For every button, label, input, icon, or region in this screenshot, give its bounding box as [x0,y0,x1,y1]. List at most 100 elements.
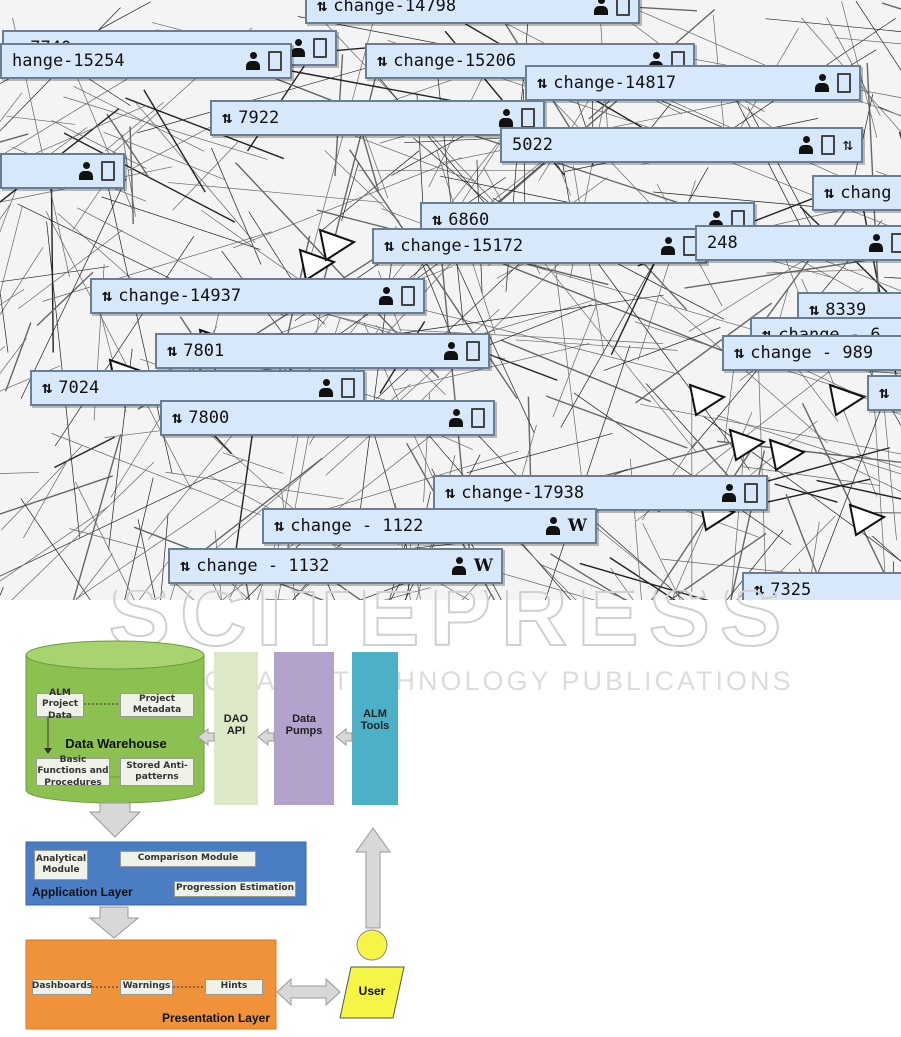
graph-edge [75,553,113,600]
change-arrows-icon: ⇅ [274,516,285,536]
graph-edge [165,471,344,500]
arrow-dao-to-dw [197,727,215,747]
graph-edge [399,329,664,344]
graph-node[interactable]: 5022⇅ [500,127,863,163]
person-icon [661,237,675,255]
graph-edge [160,513,169,600]
graph-node[interactable]: ⇅change - 989 [722,335,901,371]
warnings-box: Warnings [120,979,173,995]
change-arrows-icon: ⇅ [180,556,191,576]
graph-node-label: hange-15254 [12,51,125,71]
graph-edge [54,436,115,469]
graph-edge [642,523,681,600]
graph-edge [0,203,11,220]
graph-node-icons [439,408,485,428]
graph-node[interactable]: 248 [695,225,901,261]
change-arrows-icon: ⇅ [824,183,835,203]
dao-api-label: DAO API [223,713,249,737]
graph-edge [834,37,901,45]
graph-edge [125,97,284,160]
graph-edge [292,553,341,600]
change-arrows-icon: ⇅ [42,378,53,398]
graph-node-label: chang [840,183,892,203]
graph-edge [872,535,901,562]
graph-edge [441,232,535,433]
graph-edge [393,343,590,391]
graph-edge [103,131,225,180]
graph-node[interactable]: ⇅change-14937 [90,278,425,314]
graph-edge [634,8,768,67]
graph-edge [785,493,828,600]
arrow-alm-to-pumps [335,727,353,747]
graph-edge [540,564,629,600]
person-icon [291,39,305,57]
graph-node[interactable]: ⇅change-14798 [305,0,640,24]
graph-edge [594,521,685,600]
graph-edge [753,478,871,506]
graph-node[interactable]: ⇅chang [812,175,901,211]
person-icon [594,0,608,15]
graph-edge [0,459,244,577]
graph-edge [42,231,272,302]
graph-edge [635,302,773,404]
change-arrows-icon: ⇅ [102,286,113,306]
arrow-presentation-user [276,977,341,1007]
graph-edge [359,579,414,600]
architecture-diagram: ALM Project Data Project Metadata Data W… [0,600,901,1037]
graph-edge [124,477,154,600]
ticket-icon [891,233,901,253]
graph-edge [138,559,170,600]
ticket-icon [471,408,485,428]
graph-edge [75,481,135,600]
graph-node[interactable]: hange-15254 [0,43,292,79]
graph-edge [609,557,676,600]
graph-node[interactable]: ⇅7800 [160,400,495,436]
graph-edge [806,521,820,600]
graph-node-icons: ⇅ [789,135,853,155]
graph-node[interactable]: ⇅7801 [155,333,490,369]
graph-edge [75,482,247,600]
graph-edge [244,576,251,600]
diagram-shapes [25,640,405,1030]
graph-edge [640,403,901,455]
user-head [356,929,388,961]
change-arrows-icon: ⇅ [879,383,890,403]
graph-node[interactable] [0,153,125,189]
graph-node-icons [69,161,115,181]
graph-edge [101,196,261,250]
graph-node[interactable]: ⇅change-17938 [433,475,768,511]
graph-edge [765,18,901,32]
graph-node-label: change-14817 [553,73,677,93]
presentation-layer-title: Presentation Layer [161,1011,270,1025]
graph-edge [0,247,44,316]
alm-project-data-box: ALM Project Data [36,688,84,721]
person-icon [79,162,93,180]
graph-edge [20,498,91,600]
graph-node[interactable]: ⇅7922 [210,100,545,136]
graph-node[interactable]: ⇅change-14817 [525,65,861,101]
graph-edge [222,452,284,474]
graph-node-label: change-17938 [461,483,585,503]
graph-node[interactable]: ⇅7325 [742,572,901,600]
graph-edge [320,150,420,232]
graph-node-icons [369,286,415,306]
person-icon [499,109,513,127]
arrow-app-to-presentation [88,906,140,939]
graph-node[interactable]: ⇅ [867,375,901,411]
alm-tools-label: ALM Tools [360,708,390,732]
graph-edge [726,530,784,600]
graph-node-icons [651,236,697,256]
graph-node-icons [584,0,630,16]
word-doc-icon: W [473,556,493,576]
graph-node-icons: W [536,516,587,536]
user-label: User [358,984,386,998]
graph-edge-arrowhead [728,428,767,462]
graph-edge [45,210,192,490]
graph-edge [377,294,664,338]
graph-edge [0,185,18,233]
change-arrows-icon: ⇅ [377,51,388,71]
graph-node[interactable]: ⇅change-15172 [372,228,707,264]
graph-edge [0,472,39,474]
